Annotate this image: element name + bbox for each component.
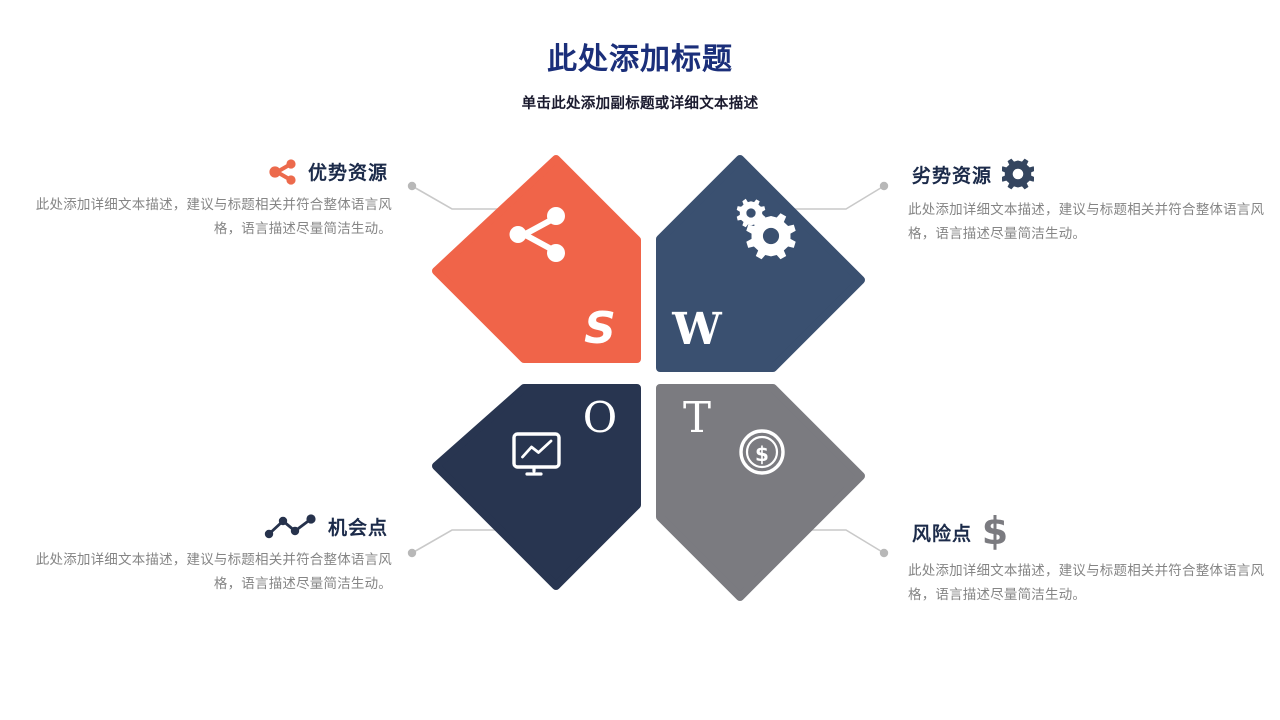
opportunity-shape: [432, 384, 641, 590]
block-threat: 风险点 $ 此处添加详细文本描述，建议与标题相关并符合整体语言风格，语言描述尽量…: [908, 513, 1278, 607]
monitor-chart-icon: [512, 432, 561, 476]
weakness-shape: [656, 155, 865, 372]
gear-icon: [1002, 158, 1035, 190]
connector-strength: [411, 185, 540, 210]
page-title: 此处添加标题: [547, 42, 733, 77]
quadrant-weakness[interactable]: W: [656, 155, 865, 372]
dollar-sign-icon: $: [982, 513, 1008, 551]
block-opportunity: 机会点 此处添加详细文本描述，建议与标题相关并符合整体语言风格，语言描述尽量简洁…: [22, 513, 392, 596]
connector-dot-threat: [879, 548, 889, 558]
page-header: 此处添加标题 单击此处添加副标题或详细文本描述: [0, 0, 1280, 113]
block-weakness: 劣势资源 此处添加详细文本描述，建议与标题相关并符合整体语言风格，语言描述尽量简…: [908, 158, 1278, 246]
weakness-letter: W: [671, 304, 722, 355]
block-threat-head: 风险点 $: [908, 513, 1278, 551]
block-weakness-title: 劣势资源: [912, 164, 993, 187]
page-subtitle: 单击此处添加副标题或详细文本描述: [521, 96, 759, 112]
connector-lines: [411, 185, 885, 554]
line-chart-icon: [264, 513, 318, 540]
strength-letter: S: [584, 303, 616, 354]
block-weakness-body: 此处添加详细文本描述，建议与标题相关并符合整体语言风格，语言描述尽量简洁生动。: [908, 202, 1265, 242]
threat-shape: [656, 384, 865, 601]
block-threat-body: 此处添加详细文本描述，建议与标题相关并符合整体语言风格，语言描述尽量简洁生动。: [908, 563, 1265, 603]
opportunity-letter: O: [583, 393, 617, 442]
block-opportunity-body: 此处添加详细文本描述，建议与标题相关并符合整体语言风格，语言描述尽量简洁生动。: [35, 552, 392, 592]
connector-dot-strength: [407, 181, 417, 191]
block-strength: 优势资源 此处添加详细文本描述，建议与标题相关并符合整体语言风格，语言描述尽量简…: [22, 158, 392, 241]
connector-threat: [760, 529, 885, 554]
connector-dot-opportunity: [407, 548, 417, 558]
quadrant-opportunity[interactable]: O: [432, 384, 641, 590]
connector-dot-weakness: [879, 181, 889, 191]
connector-weakness: [760, 185, 885, 210]
strength-shape: [432, 155, 641, 363]
block-opportunity-title: 机会点: [327, 517, 388, 539]
block-opportunity-head: 机会点: [22, 513, 392, 540]
connector-dots: [407, 181, 889, 558]
block-strength-head: 优势资源: [22, 158, 392, 185]
svg-text:$: $: [982, 513, 1008, 551]
quadrant-strength[interactable]: S: [432, 155, 641, 363]
threat-letter: T: [683, 393, 711, 442]
block-strength-title: 优势资源: [307, 162, 388, 184]
coin-dollar-icon: $: [739, 429, 785, 475]
gears-icon: [736, 198, 796, 260]
connector-opportunity: [411, 529, 540, 554]
share-nodes-icon: [268, 158, 298, 185]
svg-text:$: $: [755, 442, 769, 466]
share-nodes-icon: [509, 207, 565, 262]
block-weakness-head: 劣势资源: [908, 158, 1278, 190]
block-threat-title: 风险点: [912, 522, 973, 545]
quadrant-threat[interactable]: $ T: [656, 384, 865, 601]
block-strength-body: 此处添加详细文本描述，建议与标题相关并符合整体语言风格，语言描述尽量简洁生动。: [35, 197, 392, 237]
